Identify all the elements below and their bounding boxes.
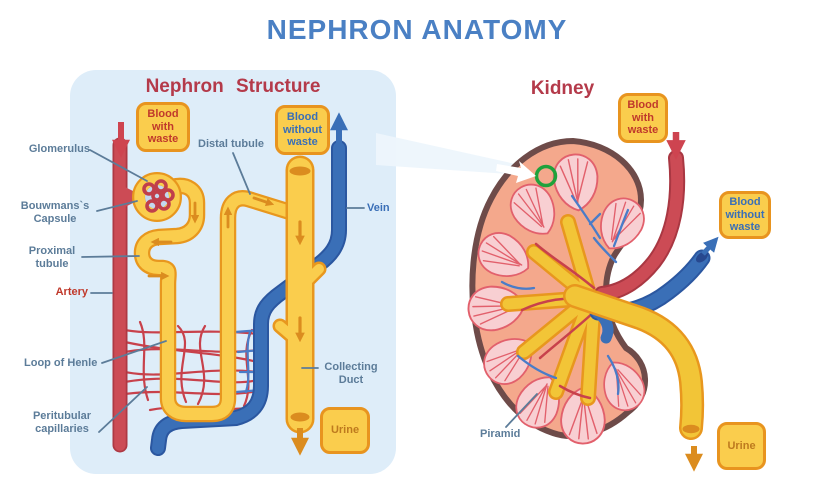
left-urine-box: Urine bbox=[320, 407, 370, 454]
renal-vein-branches bbox=[500, 194, 630, 396]
ureter-tube bbox=[563, 284, 705, 440]
nephron-structure-title: Nephron Structure bbox=[145, 76, 321, 97]
right-blood-without-waste-box: Blood without waste bbox=[719, 191, 771, 239]
label-vein: Vein bbox=[367, 202, 390, 214]
nephron-illustration bbox=[112, 112, 348, 456]
renal-artery-tube bbox=[594, 150, 686, 302]
label-piramid: Piramid bbox=[480, 428, 521, 440]
label-artery: Artery bbox=[55, 286, 88, 298]
label-loop-of-henle: Loop of Henle bbox=[24, 357, 98, 369]
label-pointer-lines bbox=[81, 149, 538, 433]
label-collecting-duct: Collecting Duct bbox=[324, 361, 378, 386]
label-peritubular-capillaries: Peritubular capillaries bbox=[32, 410, 92, 435]
pointer-white-arrow bbox=[496, 161, 536, 183]
kidney-illustration bbox=[467, 132, 719, 472]
right-blood-with-waste-box: Blood with waste bbox=[618, 93, 668, 143]
kidney-blood-out-arrow bbox=[701, 236, 719, 256]
nephron-tubule bbox=[133, 177, 299, 423]
label-bouwmans-capsule: Bouwmans`s Capsule bbox=[20, 200, 90, 225]
collecting-duct-tube bbox=[272, 155, 327, 434]
vein-tube bbox=[150, 140, 347, 456]
left-blood-with-waste-box: Blood with waste bbox=[136, 102, 190, 152]
flow-arrows bbox=[147, 196, 305, 343]
label-proximal-tubule: Proximal tubule bbox=[28, 245, 76, 270]
right-urine-box: Urine bbox=[717, 422, 766, 470]
label-distal-tubule: Distal tubule bbox=[198, 138, 265, 150]
page-title: NEPHRON ANATOMY bbox=[266, 14, 568, 45]
glomerulus-capillaries bbox=[142, 179, 175, 213]
label-glomerulus: Glomerulus bbox=[28, 143, 90, 155]
nephron-location-marker bbox=[534, 164, 558, 188]
renal-pyramids bbox=[467, 153, 646, 445]
kidney-title: Kidney bbox=[530, 78, 595, 99]
left-blood-without-waste-box: Blood without waste bbox=[275, 105, 330, 155]
